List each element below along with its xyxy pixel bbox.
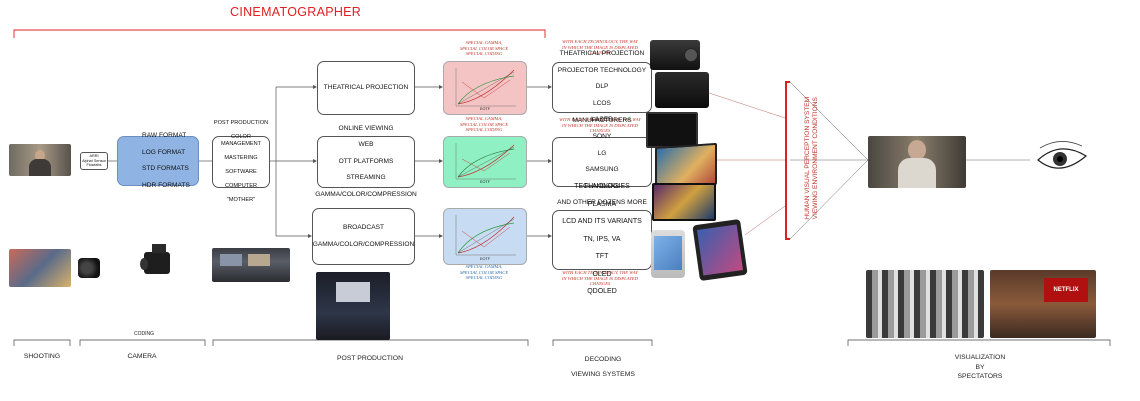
broadcast-box: BROADCAST GAMMA/COLOR/COMPRESSION	[312, 208, 415, 265]
online-line-5: GAMMA/COLOR/COMPRESSION	[315, 190, 417, 198]
online-line-3: OTT PLATFORMS	[338, 157, 394, 165]
theatrical-projection-label: THEATRICAL PROJECTION	[323, 83, 409, 91]
perception-line-1: HUMAN VISUAL PERCEPTION SYSTEM	[803, 96, 811, 220]
technologies-box: TECHNOLOGIES PLASMA LCD AND ITS VARIANTS…	[552, 183, 652, 295]
post-line-2: COLOR MANAGEMENT	[220, 134, 262, 148]
format-raw: RAW FORMAT	[142, 132, 187, 140]
eotf-curve-green	[455, 143, 516, 180]
format-hdr: HDR FORMATS	[142, 181, 190, 189]
actress-photo	[9, 144, 71, 176]
manufacturers-line-1: MANUFACTURERS	[572, 116, 632, 124]
broadcast-line-1: BROADCAST	[342, 224, 385, 232]
phone-photo	[651, 230, 685, 278]
post-line-6: "MOTHER"	[226, 196, 256, 203]
eotf-label-blue: EOTF	[479, 257, 491, 261]
stage-viewing-systems: VIEWING SYSTEMS	[571, 371, 635, 378]
capture-sensor-label: ARRI AlphaI Sensor Flowlabs	[82, 153, 106, 168]
theatrical-tech-line-5: LASER	[591, 116, 613, 124]
coding-label: CODING	[134, 331, 154, 337]
projector-photo-1	[650, 40, 700, 70]
audience-photo	[866, 270, 984, 338]
technologies-line-5: TFT	[595, 253, 609, 261]
online-viewing-box: ONLINE VIEWING WEB OTT PLATFORMS STREAMI…	[315, 125, 416, 198]
cinema-camera-photo	[140, 242, 180, 278]
technologies-line-7: QDOLED	[587, 288, 617, 296]
post-line-4: SOFTWARE	[225, 168, 257, 175]
online-line-2: WEB	[358, 141, 374, 149]
perception-line-2: VIEWING ENVIRONMENT CONDITIONS	[812, 97, 819, 220]
tech-note-bottom: WITH EACH TECHNOLOGY, THE WAY IN WHICH T…	[562, 270, 638, 287]
theatrical-tech-line-4: LCOS	[593, 99, 611, 107]
grading-suite-photo	[212, 248, 290, 282]
manufacturers-line-5: FLANDERS	[584, 182, 620, 190]
spectator-film-still	[868, 136, 966, 188]
theatrical-tech-line-3: DLP	[595, 83, 609, 91]
post-line-3: MASTERING	[224, 155, 258, 162]
formats-box: RAW FORMAT LOG FORMAT STD FORMATS HDR FO…	[117, 132, 199, 189]
gamma-note-bottom: SPECIAL GAMMA, SPECIAL COLOR SPACE SPECI…	[459, 264, 509, 281]
online-line-4: STREAMING	[346, 174, 386, 182]
eye-illustration	[1030, 134, 1092, 186]
monitor-photo	[646, 112, 698, 148]
gamma-note-top: SPECIAL GAMMA, SPECIAL COLOR SPACE SPECI…	[459, 40, 509, 57]
format-std: STD FORMATS	[142, 165, 189, 173]
projector-photo-2	[655, 72, 709, 108]
tablet-photo	[692, 218, 748, 282]
stage-decoding: DECODING	[584, 356, 622, 363]
eotf-label-green: EOTF	[479, 180, 491, 184]
manufacturers-line-2: SONY	[592, 133, 612, 141]
diagram-title: CINEMATOGRAPHER	[230, 5, 362, 19]
technologies-line-6: OLED	[592, 270, 612, 278]
eotf-graph-red: EOTF	[443, 61, 527, 115]
eotf-graph-blue: EOTF	[443, 208, 527, 265]
eye-icon	[1037, 141, 1088, 169]
post-line-5: COMPUTER	[224, 182, 257, 189]
eotf-curve-blue	[455, 215, 516, 256]
theatrical-tech-line-1: THEATRICAL PROJECTION	[559, 50, 645, 58]
lens-photo	[78, 258, 100, 278]
stage-camera: CAMERA	[127, 353, 157, 360]
capture-sensor-box: ARRI AlphaI Sensor Flowlabs	[80, 152, 108, 170]
technologies-line-1: TECHNOLOGIES	[574, 183, 630, 191]
stage-shooting: SHOOTING	[23, 353, 61, 360]
perception-label: HUMAN VISUAL PERCEPTION SYSTEM VIEWING E…	[804, 68, 820, 248]
online-line-1: ONLINE VIEWING	[338, 124, 394, 132]
home-viewing-photo: NETFLIX	[990, 270, 1096, 338]
technologies-line-2: PLASMA	[587, 200, 617, 208]
manufacturers-box: MANUFACTURERS SONY LG SAMSUNG FLANDERS A…	[552, 117, 652, 206]
post-line-1: POST PRODUCTION	[213, 120, 269, 127]
stage-post-production: POST PRODUCTION	[337, 355, 403, 362]
stage-visualization: VISUALIZATION BY SPECTATORS	[954, 354, 1006, 381]
eotf-graph-green: EOTF	[443, 136, 527, 188]
eotf-curve-red	[455, 68, 516, 107]
manufacturers-line-4: SAMSUNG	[585, 166, 619, 174]
manufacturers-line-3: LG	[597, 149, 607, 157]
manufacturers-line-6: AND OTHER DOZENS MORE	[557, 199, 647, 207]
netflix-logo: NETFLIX	[1053, 287, 1079, 293]
theatrical-tech-line-2: PROJECTOR TECHNOLOGY	[557, 66, 647, 74]
technologies-line-3: LCD AND ITS VARIANTS	[562, 218, 642, 226]
broadcast-line-2: GAMMA/COLOR/COMPRESSION	[312, 240, 415, 248]
post-production-box: POST PRODUCTION COLOR MANAGEMENT MASTERI…	[212, 120, 270, 203]
technologies-line-4: TN, IPS, VA	[583, 235, 621, 243]
tech-note-top: WITH EACH TECHNOLOGY, THE WAY IN WHICH T…	[562, 39, 638, 56]
gamma-note-mid: SPECIAL GAMMA, SPECIAL COLOR SPACE SPECI…	[459, 116, 509, 133]
theatrical-projection-box: THEATRICAL PROJECTION	[317, 61, 415, 115]
film-crew-photo	[9, 249, 71, 287]
tv-photo	[652, 183, 716, 221]
format-log: LOG FORMAT	[142, 148, 186, 156]
eotf-label-red: EOTF	[479, 107, 491, 111]
screening-room-photo	[316, 272, 390, 340]
theatrical-tech-box: THEATRICAL PROJECTION PROJECTOR TECHNOLO…	[552, 50, 652, 123]
tech-note-mid: WITH EACH MANUFACTURER, THE WAY IN WHICH…	[559, 117, 641, 134]
